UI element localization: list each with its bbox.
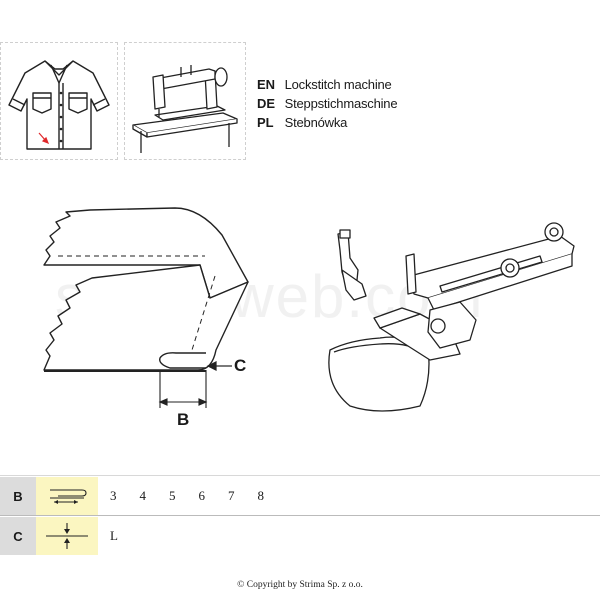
copyright-text: © Copyright by Strima Sp. z o.o. — [237, 580, 363, 590]
shirt-icon — [8, 60, 110, 150]
value-cell: 3 — [110, 488, 117, 503]
table-row-c: C L — [0, 517, 600, 555]
table-row-b: B 3 4 5 6 7 8 — [0, 477, 600, 515]
material-thickness-icon — [46, 523, 88, 549]
label-c: C — [234, 356, 247, 375]
value-cell: L — [110, 528, 118, 543]
sewing-machine-icon — [132, 65, 238, 153]
row-label: C — [0, 517, 36, 555]
value-cell: 4 — [139, 488, 147, 503]
seam-pointer-arrow — [38, 132, 50, 145]
lang-text: Steppstichmaschine — [284, 96, 398, 111]
row-values: 3 4 5 6 7 8 — [110, 477, 287, 515]
lang-row-en: EN Lockstitch machine — [257, 75, 397, 94]
row-icon-cell — [36, 517, 98, 555]
lang-text: Stebnówka — [284, 115, 348, 130]
lang-text: Lockstitch machine — [284, 77, 392, 92]
row-icon-cell — [36, 477, 98, 515]
lang-code: PL — [257, 115, 274, 130]
value-cell: 6 — [198, 488, 206, 503]
hemmer-attachment — [328, 222, 575, 412]
row-label: B — [0, 477, 36, 515]
fold-diagram — [43, 207, 249, 408]
lang-code: EN — [257, 77, 276, 92]
machine-thumbnail — [124, 42, 246, 160]
lang-row-de: DE Steppstichmaschine — [257, 94, 398, 113]
row-values: L — [110, 517, 140, 555]
value-cell: 5 — [169, 488, 176, 503]
folded-width-icon — [50, 489, 87, 504]
machine-type-list: EN Lockstitch machine DE Steppstichmasch… — [257, 75, 398, 132]
lang-row-pl: PL Stebnówka — [257, 113, 397, 132]
value-cell: 8 — [257, 488, 265, 503]
value-cell: 7 — [228, 488, 235, 503]
label-b: B — [177, 410, 190, 429]
lang-code: DE — [257, 96, 276, 111]
table-middle-border — [0, 515, 600, 516]
table-top-border — [0, 475, 600, 476]
shirt-thumbnail — [0, 42, 118, 160]
